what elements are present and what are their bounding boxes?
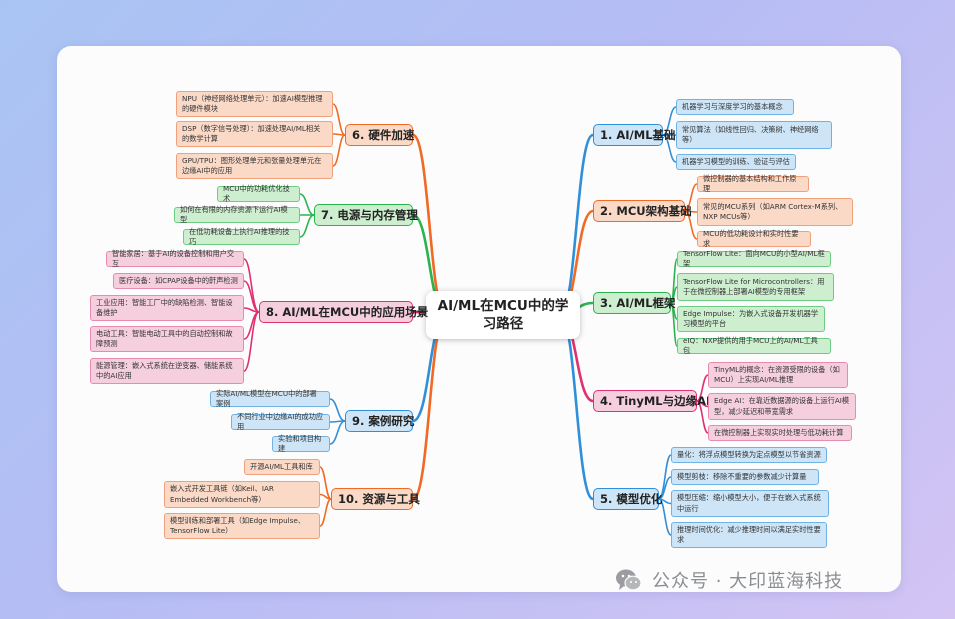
branch-topic-1[interactable]: 1. AI/ML基础: [593, 124, 676, 146]
wechat-icon: [616, 569, 642, 591]
watermark-text: 公众号 · 大印蓝海科技: [652, 571, 844, 592]
leaf-topic[interactable]: TensorFlow Lite：面向MCU的小型AI/ML框架: [677, 249, 831, 268]
leaf-topic[interactable]: NPU（神经网络处理单元）：加速AI模型推理的硬件模块: [176, 91, 333, 117]
branch-topic-9[interactable]: 9. 案例研究: [345, 410, 414, 432]
leaf-topic[interactable]: 模型剪枝：移除不重要的参数减少计算量: [671, 469, 819, 485]
branch-topic-3[interactable]: 3. AI/ML框架: [593, 292, 676, 314]
leaf-topic[interactable]: GPU/TPU：图形处理单元和张量处理单元在边缘AI中的应用: [176, 153, 333, 179]
leaf-topic[interactable]: 如何在有限的内存资源下运行AI模型: [174, 205, 300, 224]
leaf-topic[interactable]: Edge AI：在靠近数据源的设备上运行AI模型，减少延迟和带宽需求: [708, 393, 856, 420]
leaf-topic[interactable]: 工业应用：智能工厂中的缺陷检测、智能设备维护: [90, 295, 244, 321]
leaf-topic[interactable]: 医疗设备：如CPAP设备中的鼾声检测: [113, 273, 244, 289]
leaf-topic[interactable]: 模型压缩：缩小模型大小，便于在嵌入式系统中运行: [671, 490, 829, 517]
branch-topic-4[interactable]: 4. TinyML与边缘AI: [593, 390, 710, 412]
leaf-topic[interactable]: 电动工具：智能电动工具中的自动控制和故障预测: [90, 326, 244, 352]
leaf-topic[interactable]: 机器学习模型的训练、验证与评估: [676, 154, 796, 170]
leaf-topic[interactable]: Edge Impulse：为嵌入式设备开发机器学习模型的平台: [677, 306, 825, 332]
leaf-topic[interactable]: MCU的低功耗设计和实时性要求: [697, 229, 811, 248]
branch-topic-10[interactable]: 10. 资源与工具: [331, 488, 420, 510]
watermark: 公众号 · 大印蓝海科技: [614, 565, 843, 595]
leaf-topic[interactable]: 机器学习与深度学习的基本概念: [676, 99, 794, 115]
leaf-topic[interactable]: eIQ：NXP提供的用于MCU上的AI/ML工具包: [677, 336, 831, 355]
leaf-topic[interactable]: 推理时间优化：减少推理时间以满足实时性要求: [671, 522, 827, 548]
leaf-topic[interactable]: 微控制器的基本结构和工作原理: [697, 174, 809, 193]
central-topic[interactable]: AI/ML在MCU中的学习路径: [426, 291, 580, 339]
leaf-topic[interactable]: MCU中的功耗优化技术: [217, 184, 300, 203]
leaf-topic[interactable]: 常见算法（如线性回归、决策树、神经网络等）: [676, 121, 832, 149]
leaf-topic[interactable]: TensorFlow Lite for Microcontrollers：用于在…: [677, 273, 834, 301]
leaf-topic[interactable]: 实验和项目构建: [272, 434, 330, 453]
leaf-topic[interactable]: 嵌入式开发工具链（如Keil、IAR Embedded Workbench等）: [164, 481, 320, 508]
leaf-topic[interactable]: 在低功耗设备上执行AI推理的技巧: [183, 227, 300, 246]
branch-topic-7[interactable]: 7. 电源与内存管理: [314, 204, 418, 226]
leaf-topic[interactable]: 实际AI/ML模型在MCU中的部署案例: [210, 389, 330, 408]
leaf-topic[interactable]: 不同行业中边缘AI的成功应用: [231, 412, 330, 431]
leaf-topic[interactable]: 智能家居：基于AI的设备控制和用户交互: [106, 249, 244, 268]
leaf-topic[interactable]: 量化：将浮点模型转换为定点模型以节省资源: [671, 447, 827, 463]
leaf-topic[interactable]: 常见的MCU系列（如ARM Cortex-M系列、NXP MCUs等）: [697, 198, 853, 226]
leaf-topic[interactable]: 能源管理：嵌入式系统在逆变器、储能系统中的AI应用: [90, 358, 244, 384]
branch-topic-8[interactable]: 8. AI/ML在MCU中的应用场景: [259, 301, 428, 323]
leaf-topic[interactable]: DSP（数字信号处理）：加速处理AI/ML相关的数学计算: [176, 121, 333, 147]
leaf-topic[interactable]: TinyML的概念：在资源受限的设备（如MCU）上实现AI/ML推理: [708, 362, 848, 388]
branch-topic-2[interactable]: 2. MCU架构基础: [593, 200, 692, 222]
branch-topic-5[interactable]: 5. 模型优化: [593, 488, 662, 510]
leaf-topic[interactable]: 模型训练和部署工具（如Edge Impulse、TensorFlow Lite）: [164, 513, 320, 539]
leaf-topic[interactable]: 在微控制器上实现实时处理与低功耗计算: [708, 425, 852, 441]
branch-topic-6[interactable]: 6. 硬件加速: [345, 124, 414, 146]
leaf-topic[interactable]: 开源AI/ML工具和库: [244, 459, 320, 475]
